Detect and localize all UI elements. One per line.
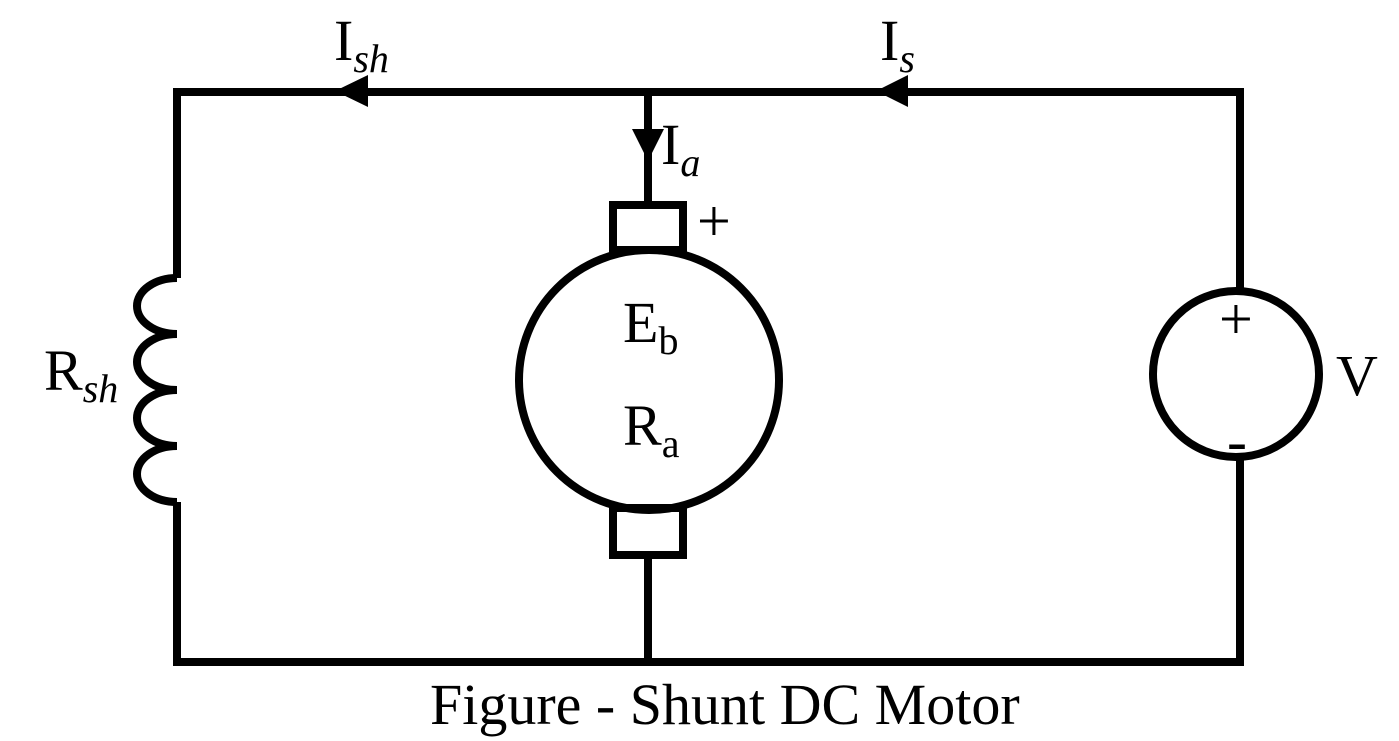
armature-current-label: Ia [661, 116, 700, 183]
supply-current-subscript: s [899, 36, 915, 81]
brush-top [609, 201, 687, 254]
armature-current-arrow [632, 129, 664, 161]
armature-current-symbol: I [661, 112, 681, 177]
shunt-field-coil [133, 274, 178, 506]
armature-resistance-label: Ra [623, 397, 679, 464]
back-emf-subscript: b [658, 318, 679, 363]
shunt-current-subscript: sh [353, 36, 389, 81]
source-negative-sign: - [1227, 408, 1247, 474]
voltage-source-circle [1149, 287, 1323, 461]
supply-current-symbol: I [880, 8, 900, 73]
back-emf-label: Eb [623, 294, 678, 361]
back-emf-symbol: E [623, 290, 659, 355]
source-voltage-label: V [1336, 343, 1378, 408]
supply-current-label: Is [880, 12, 915, 79]
armature-resistance-symbol: R [623, 393, 662, 458]
wire-lower-loop [173, 456, 1244, 666]
shunt-resistance-symbol: R [44, 338, 83, 403]
source-positive-sign: + [1219, 286, 1253, 352]
shunt-current-symbol: I [334, 8, 354, 73]
shunt-current-arrow [335, 75, 368, 107]
shunt-current-label: Ish [334, 12, 389, 79]
shunt-resistance-label: Rsh [44, 342, 118, 409]
armature-circle [515, 246, 783, 514]
armature-positive-sign: + [697, 188, 731, 254]
armature-current-subscript: a [680, 140, 701, 185]
supply-current-arrow [876, 75, 908, 107]
armature-resistance-subscript: a [661, 421, 680, 466]
wire-upper-loop [173, 88, 1244, 292]
shunt-resistance-subscript: sh [82, 366, 119, 411]
brush-bottom [609, 504, 687, 559]
figure-caption: Figure - Shunt DC Motor [430, 672, 1020, 737]
